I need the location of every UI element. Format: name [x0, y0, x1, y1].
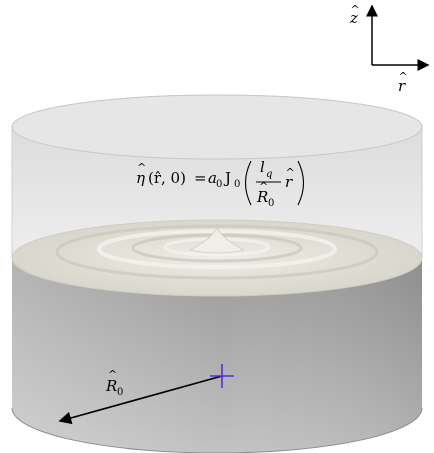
eq-a-sub: 0 [216, 179, 222, 190]
eq-eta-hat: ^ [137, 161, 146, 174]
center-marker [210, 364, 234, 388]
initial-condition-equation: η ^ (r̂, 0) = a 0 J 0 l q R ^ 0 r ^ [136, 158, 305, 209]
eq-equals: = [194, 169, 207, 187]
z-axis-label: z [349, 9, 358, 27]
radius-arrow [58, 375, 223, 425]
axis-indicator: z ^ r ^ [349, 3, 430, 95]
radius-label-hat: ^ [108, 368, 117, 381]
eq-R: R [256, 188, 268, 206]
eq-a: a [208, 169, 217, 187]
eq-eta: η [136, 169, 145, 187]
cylinder-upper [11, 94, 423, 259]
radius-label-sub: 0 [117, 387, 123, 398]
eq-J: J [223, 169, 231, 187]
eq-J-sub: 0 [234, 179, 240, 190]
cylinder-lower [11, 258, 423, 453]
eq-args: (r̂, 0) [148, 169, 186, 187]
z-hat: ^ [351, 3, 360, 16]
r-axis-label: r [398, 77, 406, 95]
eq-left-paren [244, 160, 252, 206]
eq-l-sub: q [266, 169, 272, 180]
eq-right-paren [297, 160, 305, 206]
cylinder-top-rim [11, 94, 423, 160]
eq-r: r [285, 173, 293, 191]
radius-indicator: R ^ 0 [58, 368, 223, 425]
r-hat: ^ [399, 70, 408, 83]
eq-R-sub: 0 [268, 198, 274, 209]
wave-surface [11, 219, 423, 297]
eq-R-hat: ^ [259, 180, 268, 193]
eq-l: l [260, 158, 265, 176]
eq-r-hat: ^ [286, 166, 295, 179]
radius-label-R: R [105, 377, 117, 395]
wave-central-peak [188, 227, 246, 254]
